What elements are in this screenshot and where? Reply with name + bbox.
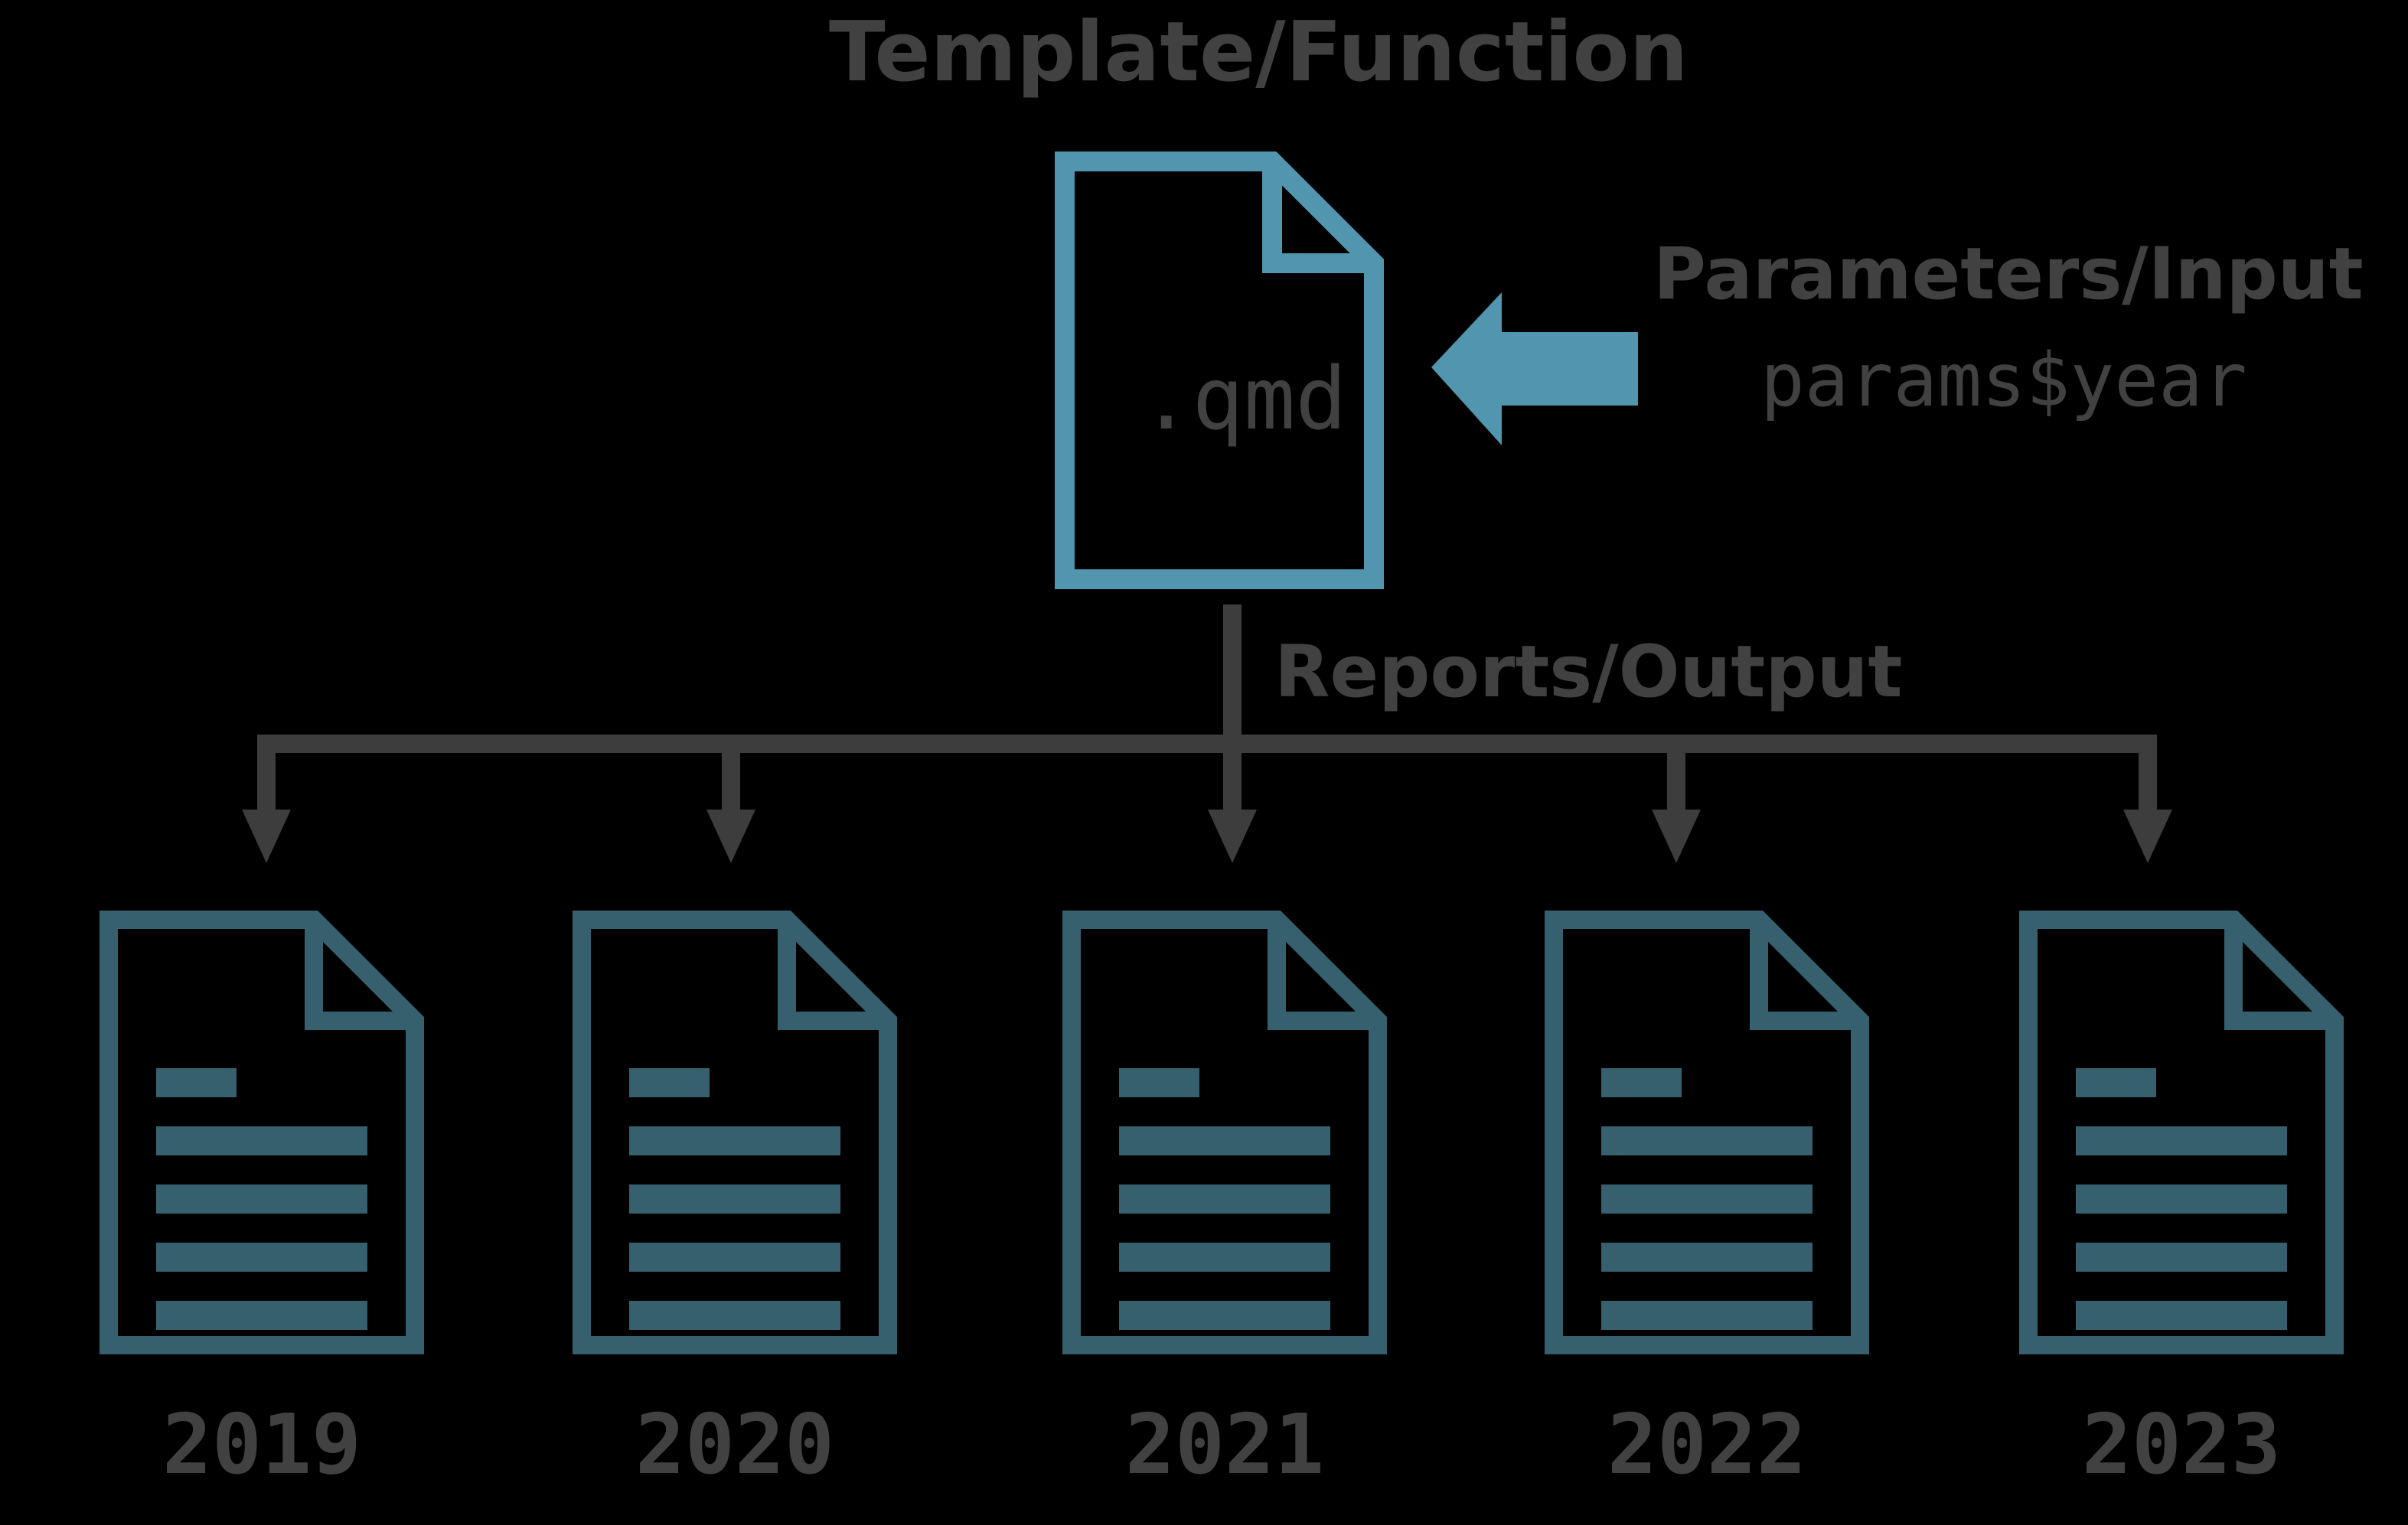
document-fold-corner-shape <box>1262 161 1374 273</box>
parameters-input-arrow-icon <box>1431 292 1638 445</box>
report-year-label: 2023 <box>2082 1397 2281 1493</box>
report-document-icon <box>100 911 424 1354</box>
parameters-input-title: Parameters/Input <box>1653 233 2364 316</box>
report-year-label: 2022 <box>1607 1397 1806 1493</box>
branch-arrow-5 <box>2123 735 2172 863</box>
report-year-label: 2021 <box>1125 1397 1324 1493</box>
branch-arrow-1 <box>242 735 291 863</box>
report-year-label: 2019 <box>162 1397 361 1493</box>
report-document-icon <box>1545 911 1869 1354</box>
template-extension-label: .qmd <box>1140 350 1347 449</box>
branch-arrow-4 <box>1652 735 1701 863</box>
report-item-2023[interactable]: 2023 <box>2019 911 2344 1493</box>
report-document-icon <box>2019 911 2344 1354</box>
tree-connectors <box>242 604 2172 863</box>
branch-arrow-2 <box>706 735 755 863</box>
report-document-icon <box>1062 911 1387 1354</box>
parameters-input-code: params$year <box>1760 337 2247 423</box>
branch-arrow-3 <box>1208 735 1257 863</box>
reports-output-title: Reports/Output <box>1274 631 1902 714</box>
report-year-label: 2020 <box>635 1397 834 1493</box>
template-document-icon[interactable]: .qmd <box>1055 152 1384 589</box>
report-item-2019[interactable]: 2019 <box>100 911 424 1493</box>
report-item-2021[interactable]: 2021 <box>1062 911 1387 1493</box>
connector-stem <box>1223 604 1242 744</box>
report-document-icon <box>573 911 897 1354</box>
template-function-title: Template/Function <box>829 5 1689 100</box>
report-item-2022[interactable]: 2022 <box>1545 911 1869 1493</box>
connector-horizontal-bar <box>257 735 2157 753</box>
report-item-2020[interactable]: 2020 <box>573 911 897 1493</box>
document-outline-shape <box>1055 152 1384 589</box>
